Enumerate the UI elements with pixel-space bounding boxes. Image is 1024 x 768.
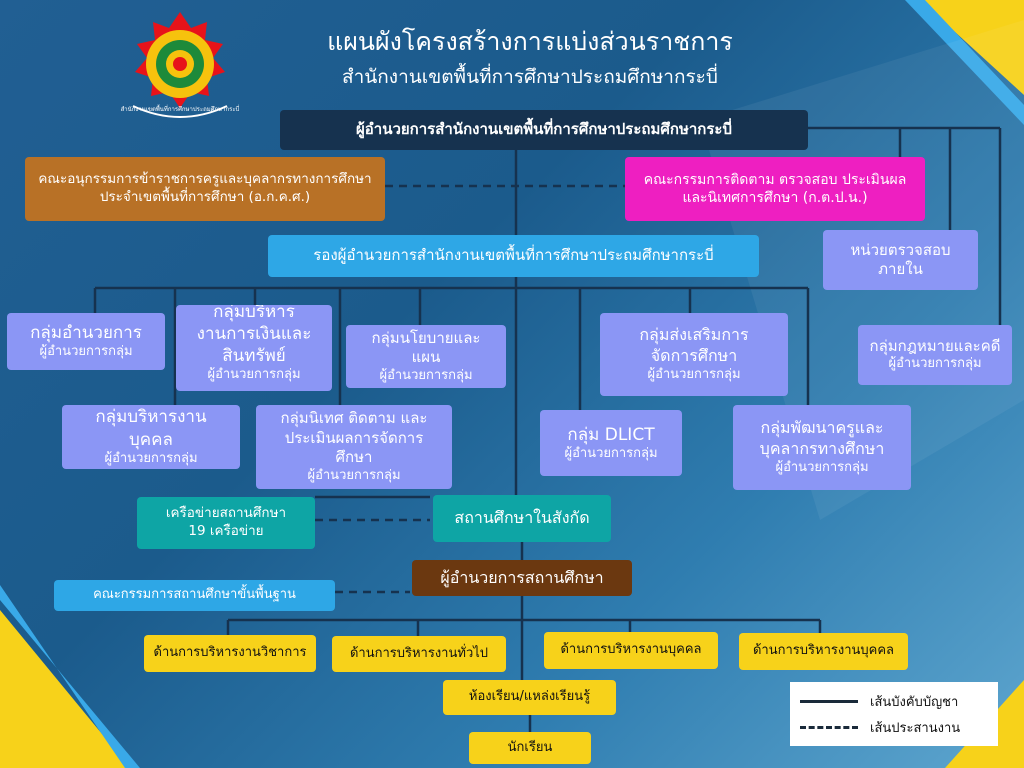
group-legal-label: กลุ่มกฎหมายและคดี	[869, 336, 1001, 355]
subcommittee-line-2: ประจำเขตพื้นที่การศึกษา (อ.ก.ค.ศ.)	[99, 189, 311, 205]
group-supervision-box[interactable]: กลุ่มนิเทศ ติดตาม และ ประเมินผลการจัดการ…	[256, 405, 452, 489]
deputy-director-label: รองผู้อำนวยการสำนักงานเขตพื้นที่การศึกษา…	[313, 246, 714, 265]
group-admin-box[interactable]: กลุ่มอำนวยการ ผู้อำนวยการกลุ่ม	[7, 313, 165, 370]
school-director-box[interactable]: ผู้อำนวยการสถานศึกษา	[412, 560, 632, 596]
group-supervision-line-2: ประเมินผลการจัดการ	[284, 428, 424, 447]
school-board-label: คณะกรรมการสถานศึกษาขั้นพื้นฐาน	[93, 587, 296, 603]
students-box[interactable]: นักเรียน	[469, 732, 591, 764]
legend-dashed-line	[800, 725, 858, 729]
dept-general-label: ด้านการบริหารงานทั่วไป	[349, 645, 489, 661]
students-label: นักเรียน	[507, 739, 553, 755]
group-personnel-line-1: กลุ่มบริหารงาน	[95, 407, 207, 428]
dept-general-box[interactable]: ด้านการบริหารงานทั่วไป	[332, 636, 506, 672]
group-finance-line-1: กลุ่มบริหาร	[213, 305, 295, 322]
group-promotion-head: ผู้อำนวยการกลุ่ม	[647, 366, 741, 382]
group-supervision-head: ผู้อำนวยการกลุ่ม	[307, 467, 401, 483]
group-policy-line-1: กลุ่มนโยบายและ	[371, 328, 481, 347]
dept-personnel-box-2[interactable]: ด้านการบริหารงานบุคคล	[739, 633, 908, 670]
classroom-box[interactable]: ห้องเรียน/แหล่งเรียนรู้	[443, 680, 616, 715]
internal-audit-box[interactable]: หน่วยตรวจสอบ ภายใน	[823, 230, 978, 290]
group-supervision-line-1: กลุ่มนิเทศ ติดตาม และ	[280, 409, 428, 428]
group-promotion-line-1: กลุ่มส่งเสริมการ	[639, 325, 749, 345]
legend-solid-line	[800, 699, 858, 703]
deco-bottom-left-yellow	[0, 610, 130, 768]
group-teacher-dev-head: ผู้อำนวยการกลุ่ม	[775, 459, 869, 475]
group-legal-head: ผู้อำนวยการกลุ่ม	[888, 356, 982, 372]
dept-personnel-box-1[interactable]: ด้านการบริหารงานบุคคล	[544, 632, 718, 669]
group-personnel-line-2: บุคคล	[129, 429, 173, 450]
school-director-label: ผู้อำนวยการสถานศึกษา	[440, 567, 604, 587]
obec-emblem	[132, 12, 228, 118]
internal-audit-line-2: ภายใน	[878, 260, 923, 278]
logo-text: สำนักงานเขตพื้นที่การศึกษาประถมศึกษากระบ…	[120, 106, 240, 113]
group-dlict-label: กลุ่ม DLICT	[567, 424, 655, 445]
subcommittee-box[interactable]: คณะอนุกรรมการข้าราชการครูและบุคลากรทางกา…	[25, 157, 385, 221]
group-legal-box[interactable]: กลุ่มกฎหมายและคดี ผู้อำนวยการกลุ่ม	[858, 325, 1012, 385]
internal-audit-line-1: หน่วยตรวจสอบ	[850, 240, 951, 259]
group-policy-head: ผู้อำนวยการกลุ่ม	[379, 367, 473, 383]
group-teacher-dev-line-1: กลุ่มพัฒนาครูและ	[760, 418, 884, 438]
group-promotion-line-2: จัดการศึกษา	[650, 346, 738, 366]
group-finance-line-2: งานการเงินและ	[196, 324, 312, 345]
classroom-label: ห้องเรียน/แหล่งเรียนรู้	[468, 689, 591, 705]
group-teacher-dev-line-2: บุคลากรทางศึกษา	[759, 439, 885, 459]
affiliated-schools-label: สถานศึกษาในสังกัด	[454, 508, 590, 528]
legend-dashed-label: เส้นประสานงาน	[870, 720, 961, 736]
legend-dashed-row: เส้นประสานงาน	[800, 714, 988, 740]
school-network-line-2: 19 เครือข่าย	[188, 523, 264, 539]
group-finance-line-3: สินทรัพย์	[222, 346, 286, 367]
group-finance-head: ผู้อำนวยการกลุ่ม	[207, 367, 301, 383]
dept-academic-box[interactable]: ด้านการบริหารงานวิชาการ	[144, 635, 316, 672]
group-supervision-line-3: ศึกษา	[335, 448, 373, 467]
monitoring-line-1: คณะกรรมการติดตาม ตรวจสอบ ประเมินผล	[643, 171, 907, 188]
director-label: ผู้อำนวยการสำนักงานเขตพื้นที่การศึกษาประ…	[355, 120, 733, 139]
group-admin-label: กลุ่มอำนวยการ	[30, 323, 142, 343]
dept-academic-label: ด้านการบริหารงานวิชาการ	[153, 645, 307, 661]
deputy-director-box[interactable]: รองผู้อำนวยการสำนักงานเขตพื้นที่การศึกษา…	[268, 235, 759, 277]
group-promotion-box[interactable]: กลุ่มส่งเสริมการ จัดการศึกษา ผู้อำนวยการ…	[600, 313, 788, 396]
affiliated-schools-box[interactable]: สถานศึกษาในสังกัด	[433, 495, 611, 542]
deco-top-right-blue	[905, 0, 1024, 125]
legend: เส้นบังคับบัญชา เส้นประสานงาน	[790, 682, 998, 746]
group-teacher-dev-box[interactable]: กลุ่มพัฒนาครูและ บุคลากรทางศึกษา ผู้อำนว…	[733, 405, 911, 490]
page-title: แผนผังโครงสร้างการแบ่งส่วนราชการ	[327, 27, 733, 56]
group-dlict-box[interactable]: กลุ่ม DLICT ผู้อำนวยการกลุ่ม	[540, 410, 682, 476]
subcommittee-line-1: คณะอนุกรรมการข้าราชการครูและบุคลากรทางกา…	[38, 171, 372, 188]
school-network-box[interactable]: เครือข่ายสถานศึกษา 19 เครือข่าย	[137, 497, 315, 549]
legend-solid-row: เส้นบังคับบัญชา	[800, 688, 988, 714]
page-subtitle: สำนักงานเขตพื้นที่การศึกษาประถมศึกษากระบ…	[342, 66, 718, 88]
monitoring-line-2: และนิเทศการศึกษา (ก.ต.ป.น.)	[682, 190, 868, 206]
group-policy-line-2: แผน	[411, 348, 441, 367]
dept-personnel-label-2: ด้านการบริหารงานบุคคล	[752, 643, 894, 659]
group-personnel-head: ผู้อำนวยการกลุ่ม	[104, 450, 198, 466]
school-network-line-1: เครือข่ายสถานศึกษา	[165, 505, 287, 522]
school-board-box[interactable]: คณะกรรมการสถานศึกษาขั้นพื้นฐาน	[54, 580, 335, 611]
group-policy-box[interactable]: กลุ่มนโยบายและ แผน ผู้อำนวยการกลุ่ม	[346, 325, 506, 388]
group-personnel-box[interactable]: กลุ่มบริหารงาน บุคคล ผู้อำนวยการกลุ่ม	[62, 405, 240, 469]
group-dlict-head: ผู้อำนวยการกลุ่ม	[564, 445, 658, 461]
monitoring-committee-box[interactable]: คณะกรรมการติดตาม ตรวจสอบ ประเมินผล และนิ…	[625, 157, 925, 221]
group-finance-box[interactable]: กลุ่มบริหาร งานการเงินและ สินทรัพย์ ผู้อ…	[176, 305, 332, 391]
dept-personnel-label-1: ด้านการบริหารงานบุคคล	[560, 642, 702, 658]
director-box[interactable]: ผู้อำนวยการสำนักงานเขตพื้นที่การศึกษาประ…	[280, 110, 808, 150]
legend-solid-label: เส้นบังคับบัญชา	[870, 694, 959, 710]
group-admin-head: ผู้อำนวยการกลุ่ม	[39, 344, 133, 360]
